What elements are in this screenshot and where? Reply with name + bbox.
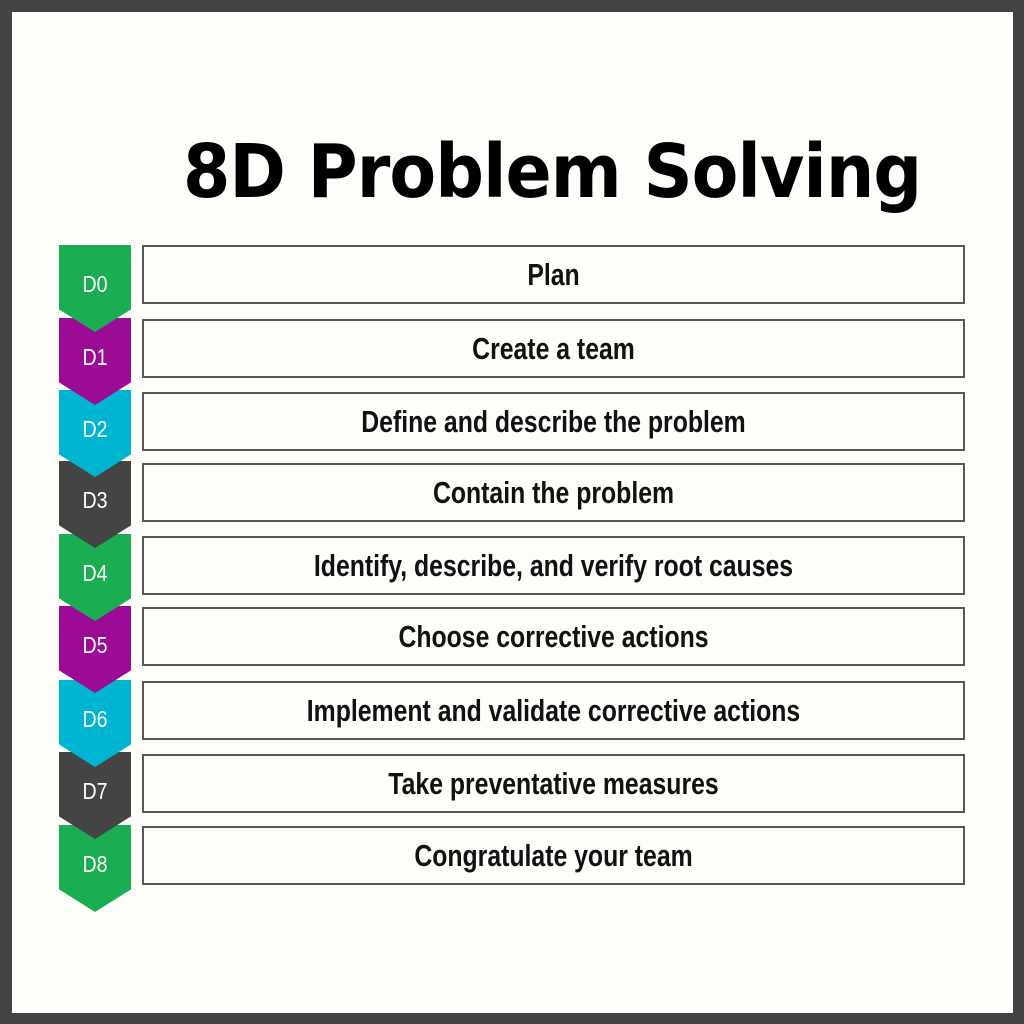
step-label: D4: [82, 560, 108, 586]
step-label: D7: [82, 778, 108, 804]
step-text: Define and describe the problem: [361, 404, 746, 439]
step-box-d0: Plan: [142, 245, 965, 304]
step-label: D1: [82, 344, 108, 370]
step-text: Implement and validate corrective action…: [306, 693, 801, 728]
step-text: Plan: [527, 257, 580, 292]
step-label: D3: [82, 487, 108, 513]
diagram-canvas: 8D Problem Solving D0 D1 D2 D3 D4 D5 D6 …: [12, 12, 1013, 1013]
diagram-title: 8D Problem Solving: [182, 129, 922, 215]
step-box-d8: Congratulate your team: [142, 826, 965, 885]
step-text: Congratulate your team: [414, 838, 693, 873]
step-label: D5: [82, 632, 108, 658]
step-label: D6: [82, 706, 108, 732]
step-label: D8: [82, 851, 108, 877]
step-box-d6: Implement and validate corrective action…: [142, 681, 965, 740]
step-text: Identify, describe, and verify root caus…: [313, 548, 794, 583]
step-label: D2: [82, 416, 108, 442]
step-box-d1: Create a team: [142, 319, 965, 378]
step-box-d3: Contain the problem: [142, 463, 965, 522]
step-text: Create a team: [472, 331, 635, 366]
step-box-d2: Define and describe the problem: [142, 392, 965, 451]
step-box-d7: Take preventative measures: [142, 754, 965, 813]
step-label: D0: [82, 271, 108, 297]
step-box-d5: Choose corrective actions: [142, 607, 965, 666]
step-text: Contain the problem: [432, 475, 675, 510]
step-box-d4: Identify, describe, and verify root caus…: [142, 536, 965, 595]
step-text: Take preventative measures: [388, 766, 719, 801]
step-text: Choose corrective actions: [398, 619, 709, 654]
